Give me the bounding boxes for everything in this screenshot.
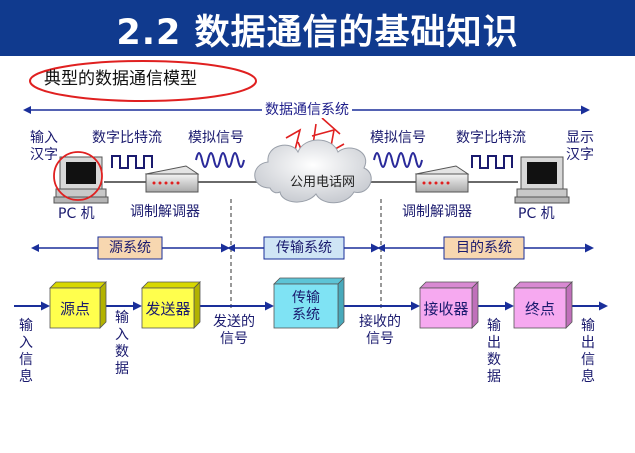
source-system-box	[97, 236, 163, 260]
bitstream-right-label: 数字比特流	[456, 130, 526, 146]
pc-right-label: PC 机	[518, 206, 555, 222]
sent-signal-label: 发送的信号	[213, 314, 255, 347]
display-chars-label: 显示汉字	[566, 130, 594, 163]
page-title: 2.2 数据通信的基础知识	[116, 13, 519, 53]
modem-right-label: 调制解调器	[402, 204, 472, 220]
block-transmitter	[141, 281, 201, 329]
transmission-system-box	[263, 236, 345, 260]
block-transmission	[273, 277, 345, 329]
input-chars-label: 输入汉字	[30, 130, 58, 163]
source-point-label: 源点	[59, 300, 90, 318]
receiver-label: 接收器	[423, 300, 469, 318]
title-banner: 2.2 数据通信的基础知识	[0, 0, 635, 56]
transmission-block-label: 传输系统	[292, 290, 320, 323]
subtitle-ellipse	[29, 60, 257, 102]
diagram-stage: 典型的数据通信模型 数据通信系统 输入汉字 数字比特流 模拟信号 模拟信号 数字…	[0, 56, 635, 453]
modem-left-icon	[144, 165, 200, 193]
analog-left-label: 模拟信号	[188, 130, 244, 146]
cloud-icon	[254, 139, 372, 204]
bitstream-right-icon	[471, 155, 513, 169]
analog-wave-left-icon	[195, 152, 245, 168]
pc-left-label: PC 机	[58, 206, 95, 222]
destination-system-label: 目的系统	[456, 240, 512, 256]
destination-system-box	[443, 236, 525, 260]
output-data-label: 输出数据	[487, 318, 501, 385]
subtitle: 典型的数据通信模型	[44, 69, 197, 89]
transmission-system-label: 传输系统	[276, 240, 332, 256]
modem-right-icon	[414, 165, 470, 193]
pc-left-icon	[53, 156, 109, 204]
end-point-label: 终点	[524, 300, 555, 318]
analog-wave-right-icon	[373, 152, 423, 168]
system-label: 数据通信系统	[262, 102, 352, 118]
network-label: 公用电话网	[290, 175, 356, 190]
block-end-point	[513, 281, 573, 329]
bitstream-left-icon	[111, 155, 153, 169]
pc-right-icon	[514, 156, 570, 204]
input-data-label: 输入数据	[115, 310, 129, 377]
output-info-label: 输出信息	[581, 318, 595, 385]
input-info-label: 输入信息	[19, 318, 33, 385]
bitstream-left-label: 数字比特流	[92, 130, 162, 146]
block-source-point	[49, 281, 107, 329]
transmitter-label: 发送器	[145, 300, 191, 318]
model-diagram	[14, 60, 608, 329]
modem-left-label: 调制解调器	[130, 204, 200, 220]
block-receiver	[419, 281, 479, 329]
received-signal-label: 接收的信号	[359, 314, 401, 347]
source-system-label: 源系统	[109, 240, 151, 256]
analog-right-label: 模拟信号	[370, 130, 426, 146]
pc-annotation-circle	[53, 151, 103, 201]
